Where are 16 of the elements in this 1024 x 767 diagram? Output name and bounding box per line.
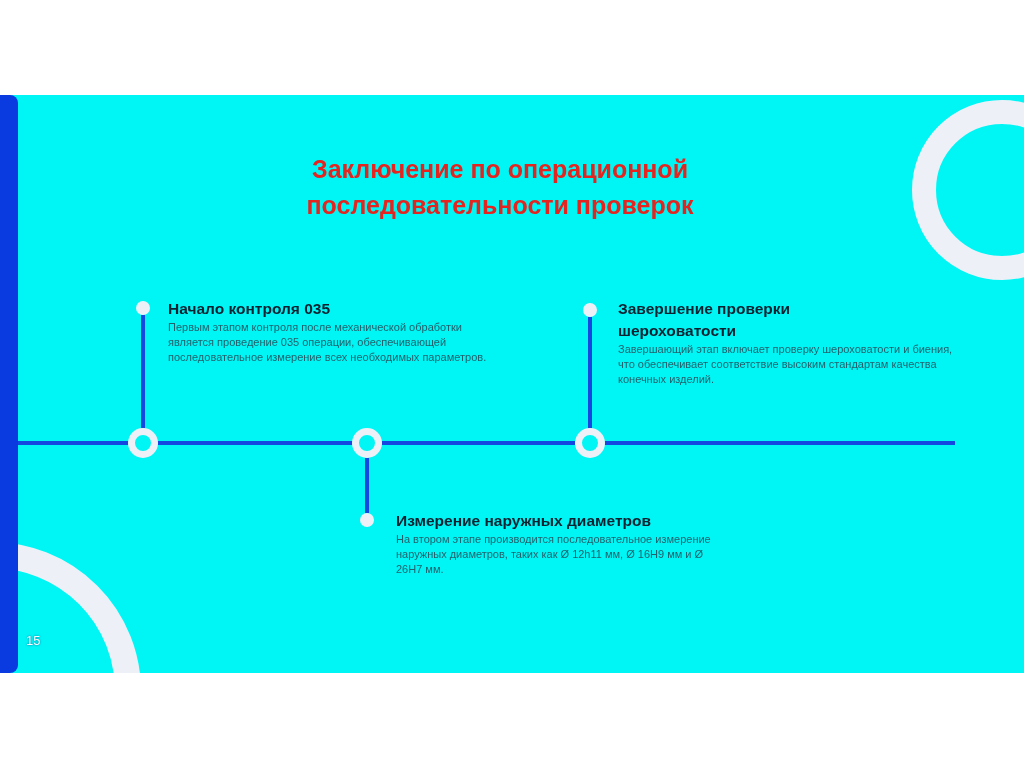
timeline-line: [158, 441, 352, 445]
step-heading: Измерение наружных диаметров: [396, 511, 652, 531]
timeline-line: [365, 458, 369, 513]
timeline-line: [605, 441, 955, 445]
slide-title: Заключение по операционной последовательности проверок: [305, 154, 695, 221]
step-heading: Начало контроля 035: [168, 299, 332, 319]
side-bar: [0, 95, 18, 673]
timeline-line: [382, 441, 575, 445]
timeline-line: [18, 441, 128, 445]
timeline-line: [141, 315, 145, 428]
timeline-line: [588, 317, 592, 428]
step-description: Завершающий этап включает проверку шероховатости и биения, что обеспечивает соответствие высоким стандартам качества конечных изделий.: [618, 342, 954, 387]
step-heading: Завершение проверки шероховатости: [618, 299, 792, 341]
page-number: 15: [26, 633, 41, 648]
step-description: Первым этапом контроля после механической обработки является проведение 035 операции, обеспечивающей последовательное измерение всех необходимых параметров.: [168, 320, 488, 365]
step-description: На втором этапе производится последовательное измерение наружных диаметров, таких как Ø 12h11 мм, Ø 16H9 мм и Ø 26H7 мм.: [396, 532, 712, 577]
